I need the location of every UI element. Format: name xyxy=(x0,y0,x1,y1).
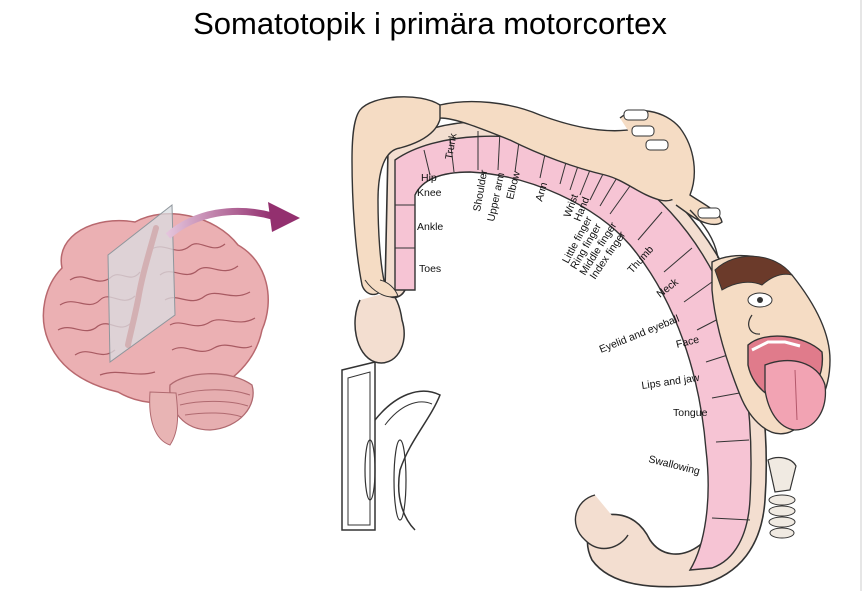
label-arm: Arm xyxy=(533,181,550,203)
slide-edge xyxy=(860,0,862,591)
homunculus-illustration xyxy=(351,96,831,435)
label-hip: Hip xyxy=(421,172,437,184)
larynx-illustration xyxy=(767,456,797,539)
page-title: Somatotopik i primära motorcortex xyxy=(193,6,667,41)
label-swallowing: Swallowing xyxy=(647,453,701,477)
brain-illustration xyxy=(42,203,269,446)
label-toes: Toes xyxy=(419,263,441,275)
label-trunk: Trunk xyxy=(443,132,460,161)
label-lips-jaw: Lips and jaw xyxy=(641,372,701,392)
arrow-icon xyxy=(165,202,300,239)
label-face: Face xyxy=(675,334,701,351)
label-ankle: Ankle xyxy=(417,221,443,233)
label-eyelid-eyeball: Eyelid and eyeball xyxy=(598,313,682,356)
label-tongue: Tongue xyxy=(673,407,708,419)
label-knee: Knee xyxy=(417,187,442,199)
coronal-section xyxy=(341,120,768,588)
